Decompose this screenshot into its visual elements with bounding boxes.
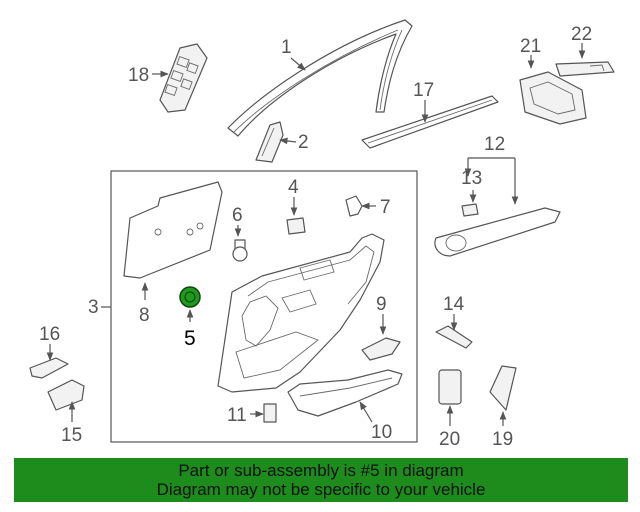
door-trim-panel — [217, 233, 385, 393]
callout-17: 17 — [413, 80, 434, 101]
banner-line-1: Part or sub-assembly is #5 in diagram — [178, 461, 464, 480]
part-5-highlighted — [179, 286, 201, 308]
part-13-clip — [461, 203, 479, 217]
leader-lines — [46, 43, 586, 426]
parts-diagram: 1 2 17 18 21 22 12 13 4 6 7 3 8 5 9 10 1… — [29, 19, 615, 450]
part-17-sill-strip — [361, 95, 499, 149]
callout-2: 2 — [298, 132, 309, 153]
callout-16: 16 — [39, 324, 60, 345]
part-14-bracket — [435, 325, 473, 349]
callout-11: 11 — [227, 405, 247, 426]
part-21-seat-switch — [519, 71, 587, 125]
callout-15: 15 — [61, 425, 82, 446]
part-20-switch — [438, 369, 462, 405]
banner-line-2: Diagram may not be specific to your vehi… — [156, 480, 486, 499]
callout-14: 14 — [443, 294, 465, 315]
callout-6: 6 — [232, 205, 243, 226]
part-16-clip — [29, 357, 69, 379]
callout-1: 1 — [281, 37, 292, 58]
part-15-bracket — [47, 379, 85, 411]
callout-18: 18 — [128, 65, 149, 86]
part-6-push-pin — [232, 239, 248, 262]
part-8-insulation-panel — [123, 181, 223, 279]
callout-19: 19 — [492, 429, 513, 450]
part-2-trim-piece — [255, 121, 284, 163]
callout-8: 8 — [139, 305, 150, 326]
callout-21: 21 — [520, 36, 541, 57]
callout-3: 3 — [88, 297, 99, 318]
part-9-door-handle — [361, 337, 401, 361]
callout-20: 20 — [439, 429, 460, 450]
part-19-switch-bezel — [489, 365, 517, 411]
part-10-armrest — [287, 369, 403, 417]
callout-5: 5 — [184, 327, 196, 350]
callout-9: 9 — [376, 294, 387, 315]
part-7-socket — [345, 195, 363, 217]
callout-7: 7 — [380, 197, 391, 218]
notice-banner: Part or sub-assembly is #5 in diagram Di… — [14, 458, 628, 502]
part-1-door-frame-trim — [227, 19, 413, 137]
part-11-screw — [263, 403, 277, 423]
callout-10: 10 — [371, 422, 392, 443]
callout-4: 4 — [288, 177, 299, 198]
part-4-retainer-clip — [286, 217, 306, 235]
callout-12: 12 — [484, 134, 505, 155]
callout-13: 13 — [461, 168, 482, 189]
part-12-dash-trim — [434, 207, 561, 257]
callouts: 1 2 17 18 21 22 12 13 4 6 7 3 8 5 9 10 1… — [39, 24, 592, 450]
part-18-window-switch-panel — [159, 43, 208, 113]
callout-22: 22 — [571, 24, 592, 45]
part-22-seat-switch-knob — [555, 61, 615, 77]
